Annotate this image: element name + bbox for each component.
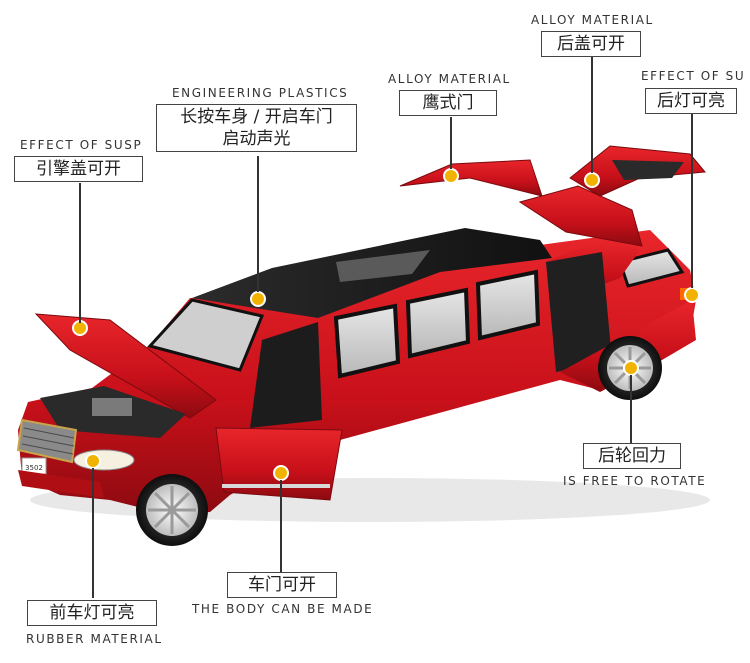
label-roof-cn-line2: 启动声光: [222, 129, 291, 149]
gullwing-door-right: [518, 185, 643, 247]
label-taillight-en: EFFECT OF SU: [641, 69, 746, 83]
chrome-stripe: [222, 484, 330, 488]
side-window-1: [333, 303, 401, 379]
label-trunk-cn-text: 后盖可开: [557, 34, 625, 54]
label-rear-wheel-cn-text: 后轮回力: [598, 446, 666, 466]
marker-hood: [72, 320, 88, 336]
open-front-door: [215, 427, 343, 501]
marker-trunk: [584, 172, 600, 188]
label-taillight-cn: 后灯可亮: [645, 88, 737, 114]
label-gullwing-cn: 鹰式门: [399, 90, 497, 116]
leader-line-hood: [79, 183, 81, 323]
label-trunk-en: ALLOY MATERIAL: [531, 13, 654, 27]
leader-line-trunk: [591, 57, 593, 173]
open-hood: [34, 313, 217, 419]
marker-door: [273, 465, 289, 481]
leader-line-door: [280, 480, 282, 572]
label-roof-cn-line1: 长按车身 / 开启车门: [180, 107, 333, 127]
front-rim-spokes: [148, 486, 196, 534]
label-door-cn: 车门可开: [227, 572, 337, 598]
sunroof: [336, 250, 430, 282]
label-rear-wheel-cn: 后轮回力: [583, 443, 681, 469]
label-trunk-cn: 后盖可开: [541, 31, 641, 57]
marker-gullwing: [443, 168, 459, 184]
label-hood-cn-text: 引擎盖可开: [36, 159, 121, 179]
side-window-2: [405, 287, 471, 359]
gullwing-door-left: [399, 159, 543, 197]
door-interior: [250, 322, 322, 428]
label-taillight-cn-text: 后灯可亮: [657, 91, 725, 111]
label-door-en: THE BODY CAN BE MADE: [192, 602, 374, 616]
marker-roof: [250, 291, 266, 307]
grille-lines: [21, 427, 75, 455]
windshield: [147, 298, 265, 372]
label-hood-en: EFFECT OF SUSP: [20, 138, 143, 152]
label-door-cn-text: 车门可开: [248, 575, 316, 595]
leader-line-rear-wheel: [630, 375, 632, 443]
label-rear-wheel-en: IS FREE TO ROTATE: [563, 474, 707, 488]
label-headlight-cn-text: 前车灯可亮: [49, 603, 135, 623]
label-headlight-en: RUBBER MATERIAL: [26, 632, 163, 646]
marker-taillight: [684, 287, 700, 303]
rear-quarter-window: [618, 248, 685, 288]
leader-line-headlight: [92, 468, 94, 598]
front-headlight: [73, 449, 135, 471]
label-gullwing-cn-text: 鹰式门: [422, 93, 474, 113]
side-window-3: [475, 269, 541, 341]
rear-door-interior: [546, 252, 612, 372]
label-gullwing-en: ALLOY MATERIAL: [388, 72, 511, 86]
marker-rear-wheel: [623, 360, 639, 376]
leader-line-taillight: [691, 113, 693, 288]
label-roof-en: ENGINEERING PLASTICS: [172, 86, 349, 100]
front-bumper: [18, 470, 104, 498]
trunk-glass: [612, 160, 684, 180]
leader-line-roof: [257, 156, 259, 292]
engine-detail: [92, 398, 132, 416]
leader-line-gullwing: [450, 117, 452, 169]
label-roof-cn: 长按车身 / 开启车门 启动声光: [156, 104, 357, 152]
license-plate-text: 3502: [25, 464, 43, 472]
label-headlight-cn: 前车灯可亮: [27, 600, 157, 626]
marker-headlight: [85, 453, 101, 469]
label-hood-cn: 引擎盖可开: [14, 156, 143, 182]
